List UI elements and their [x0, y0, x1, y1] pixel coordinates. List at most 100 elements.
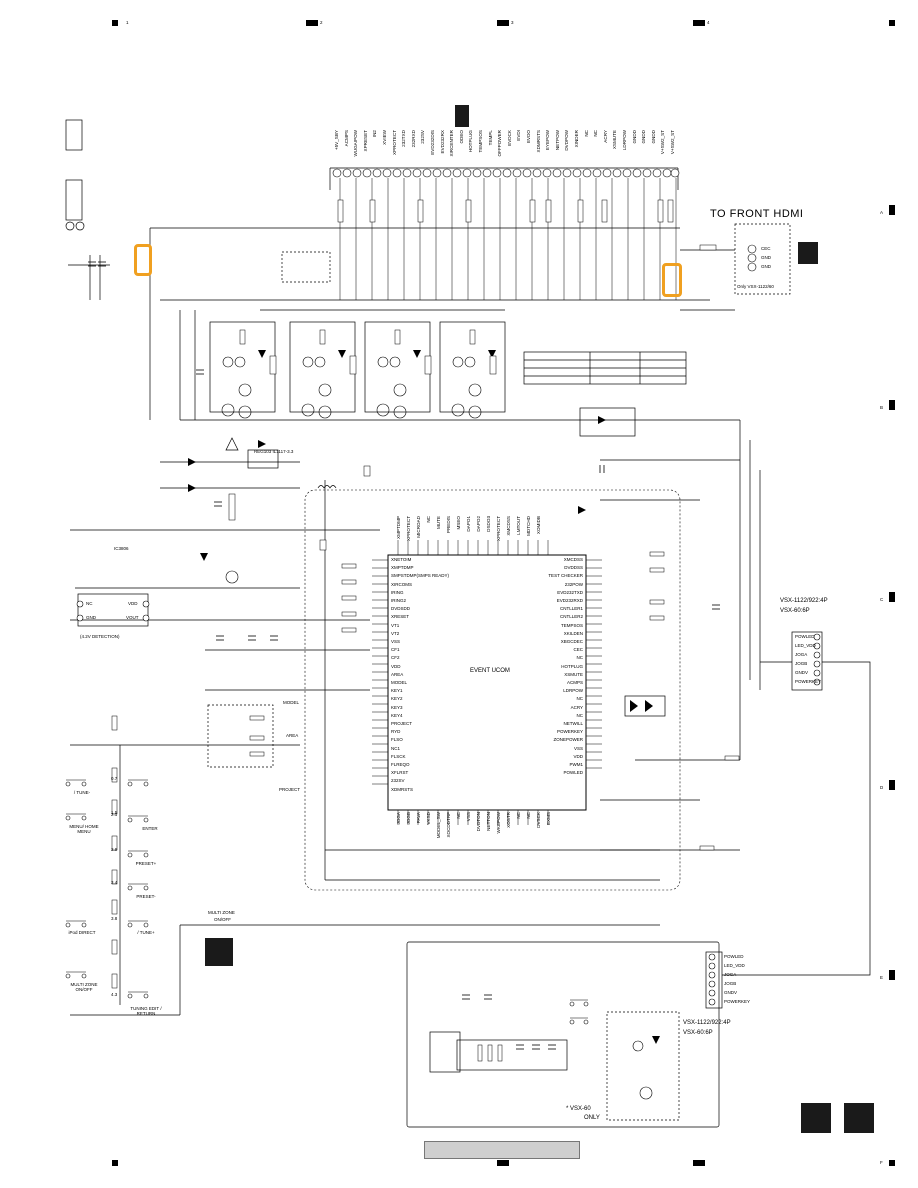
key-label: PRESET+ [135, 861, 157, 866]
key-voltage: 4.3 [111, 992, 118, 997]
joystick-pin: GNDV [795, 670, 809, 675]
mcu-right-pin: CEC [573, 647, 583, 653]
mcu-top-pin: LMTOUT [516, 516, 521, 535]
grid-number: 3 [511, 20, 514, 25]
mcu-top-pin: MSEO [456, 516, 461, 530]
grid-marker [693, 1160, 705, 1166]
joystick-pin: JOGB [724, 981, 737, 986]
mcu-bottom-pin: JOGB [406, 812, 411, 825]
mcu-left-pin: VDD [391, 663, 401, 669]
mcu-name: EVENT UCOM [470, 668, 510, 674]
top-pin-label: OFFPOWER [497, 130, 503, 157]
mcu-left-pin: XFLRST [391, 770, 409, 776]
mcu-left-pin: FLSCK [391, 753, 406, 759]
grid-letter: E [880, 975, 884, 980]
mcu-right-pin: XMCDSS [563, 557, 583, 562]
grid-number: 2 [320, 20, 323, 25]
mcu-right-pin: EVD232TXD [557, 589, 583, 595]
grid-number: 1 [126, 20, 129, 25]
mcu-bottom-pin: NC [516, 812, 521, 819]
mcu-left-pin: IRING2 [391, 598, 407, 603]
top-pin-label: NC [583, 130, 589, 137]
on-off-label: ON/OFF [214, 917, 231, 922]
block-label-d [455, 105, 469, 127]
grid-letter: D [880, 785, 884, 790]
top-pin-label: WUGAIPOW [353, 130, 359, 157]
top-pin-label: XDMRSTS [535, 130, 541, 153]
mcu-right-pin: CNTLLER2 [559, 614, 583, 620]
top-pin-label: ODEO [458, 130, 464, 144]
grid-marker [889, 400, 895, 410]
joystick-pin: LED_VDD [724, 963, 745, 968]
mcu-left-pin: KEY4 [391, 712, 403, 718]
mcu-right-pin: 232POW [564, 581, 583, 587]
mcu-right-pin: PWM1 [569, 762, 584, 767]
mcu-bottom-pin: DVSCK [536, 812, 541, 828]
highlight-marker-left [134, 244, 152, 276]
hdmi-pin-2: GND [761, 255, 771, 260]
mcu-bottom-pin: VSS [466, 812, 471, 822]
mcu-right-pin: POWLED [563, 770, 583, 776]
mcu-left-pin: NC1 [391, 745, 401, 751]
mcu-top-pin: MUTE [436, 516, 441, 530]
top-pin-label: ACMPS [343, 130, 349, 147]
hdmi-pin-1: CEC [761, 246, 771, 251]
key-label: TUNING EDIT / RETURN [130, 1006, 162, 1016]
grid-letter: B [880, 405, 884, 410]
key-label: PRESET- [136, 894, 156, 899]
grid-marker [497, 1160, 509, 1166]
mcu-right-pin: NC [576, 712, 584, 718]
mcu-left-pin: FLREQO [391, 762, 410, 767]
mcu-bottom-pin: EXMS [546, 812, 551, 826]
mcu-left-pin: KEY3 [391, 704, 403, 710]
mcu-left-pin: MODEL [391, 680, 408, 685]
mcu-bottom-pin: VKSD [426, 812, 431, 825]
joystick-pin: POWLED [724, 954, 744, 959]
mcu-left-pin: KEY2 [391, 696, 403, 702]
mcu-top-pin: MDTCHD [526, 516, 531, 536]
grid-letter: C [880, 597, 884, 602]
mcu-right-pin: ACRY [570, 704, 583, 710]
mcu-right-pin: VDD [573, 753, 583, 759]
top-pin-label: HOTPLUG [468, 130, 474, 153]
key-label: / TUNE+ [137, 930, 155, 935]
joystick-pin: POWERKEY [724, 999, 751, 1004]
model-note-upper-1: VSX-1122/922:4P [780, 598, 828, 604]
ic-pin-vout: VOUT [126, 615, 139, 620]
mcu-left-pin: XNETOIM [391, 557, 412, 562]
mcu-top-pin: DSDO3 [486, 516, 491, 532]
key-voltage: 3.4 [111, 880, 118, 885]
mcu-left-pin: CF1 [391, 647, 400, 653]
top-pin-label: TEMPSOS [478, 130, 483, 153]
mcu-right-pin: HOTPLUG [561, 663, 583, 669]
mcu-bottom-pin: XOSTR [506, 812, 511, 828]
top-pin-label: ACRY [602, 130, 608, 143]
key-label: ENTER [142, 826, 158, 831]
top-pin-label: XINDER [574, 130, 579, 148]
key-voltage: 1.5 [111, 810, 118, 815]
grid-marker [112, 1160, 118, 1166]
key-voltage: 3.8 [111, 916, 118, 921]
key-voltage: 0.7 [111, 776, 118, 781]
hdmi-pin-3: GND [761, 264, 771, 269]
detection-label: (4.2V DETECTION) [80, 634, 120, 639]
area-label: AREA [286, 733, 299, 738]
grid-marker [889, 20, 895, 26]
mcu-left-pin: XDMRSTS [391, 786, 414, 792]
mcu-bottom-pin: NC [456, 812, 461, 819]
mcu-top-pin: DAPO1 [466, 516, 471, 532]
footer-bar [424, 1141, 580, 1159]
top-pin-label: EYEPOW [545, 130, 551, 151]
mcu-left-pin: PROJECT [391, 721, 413, 726]
mcu-left-pin: VT2 [391, 630, 400, 636]
grid-marker [693, 20, 705, 26]
top-pin-label: XIRCENTER [449, 130, 455, 157]
mcu-left-pin: CF2 [391, 655, 400, 661]
mcu-left-pin: AREA [391, 671, 404, 677]
mcu-bottom-pin: NC [526, 812, 531, 819]
top-pin-label: 232RXD [410, 130, 416, 148]
mcu-right-pin: XSMUTE [564, 671, 583, 677]
top-pin-label: GNDD [641, 130, 647, 144]
multi-zone-label: MULTI ZONE [208, 910, 235, 915]
joystick-pin: POWERKEY [795, 679, 822, 684]
